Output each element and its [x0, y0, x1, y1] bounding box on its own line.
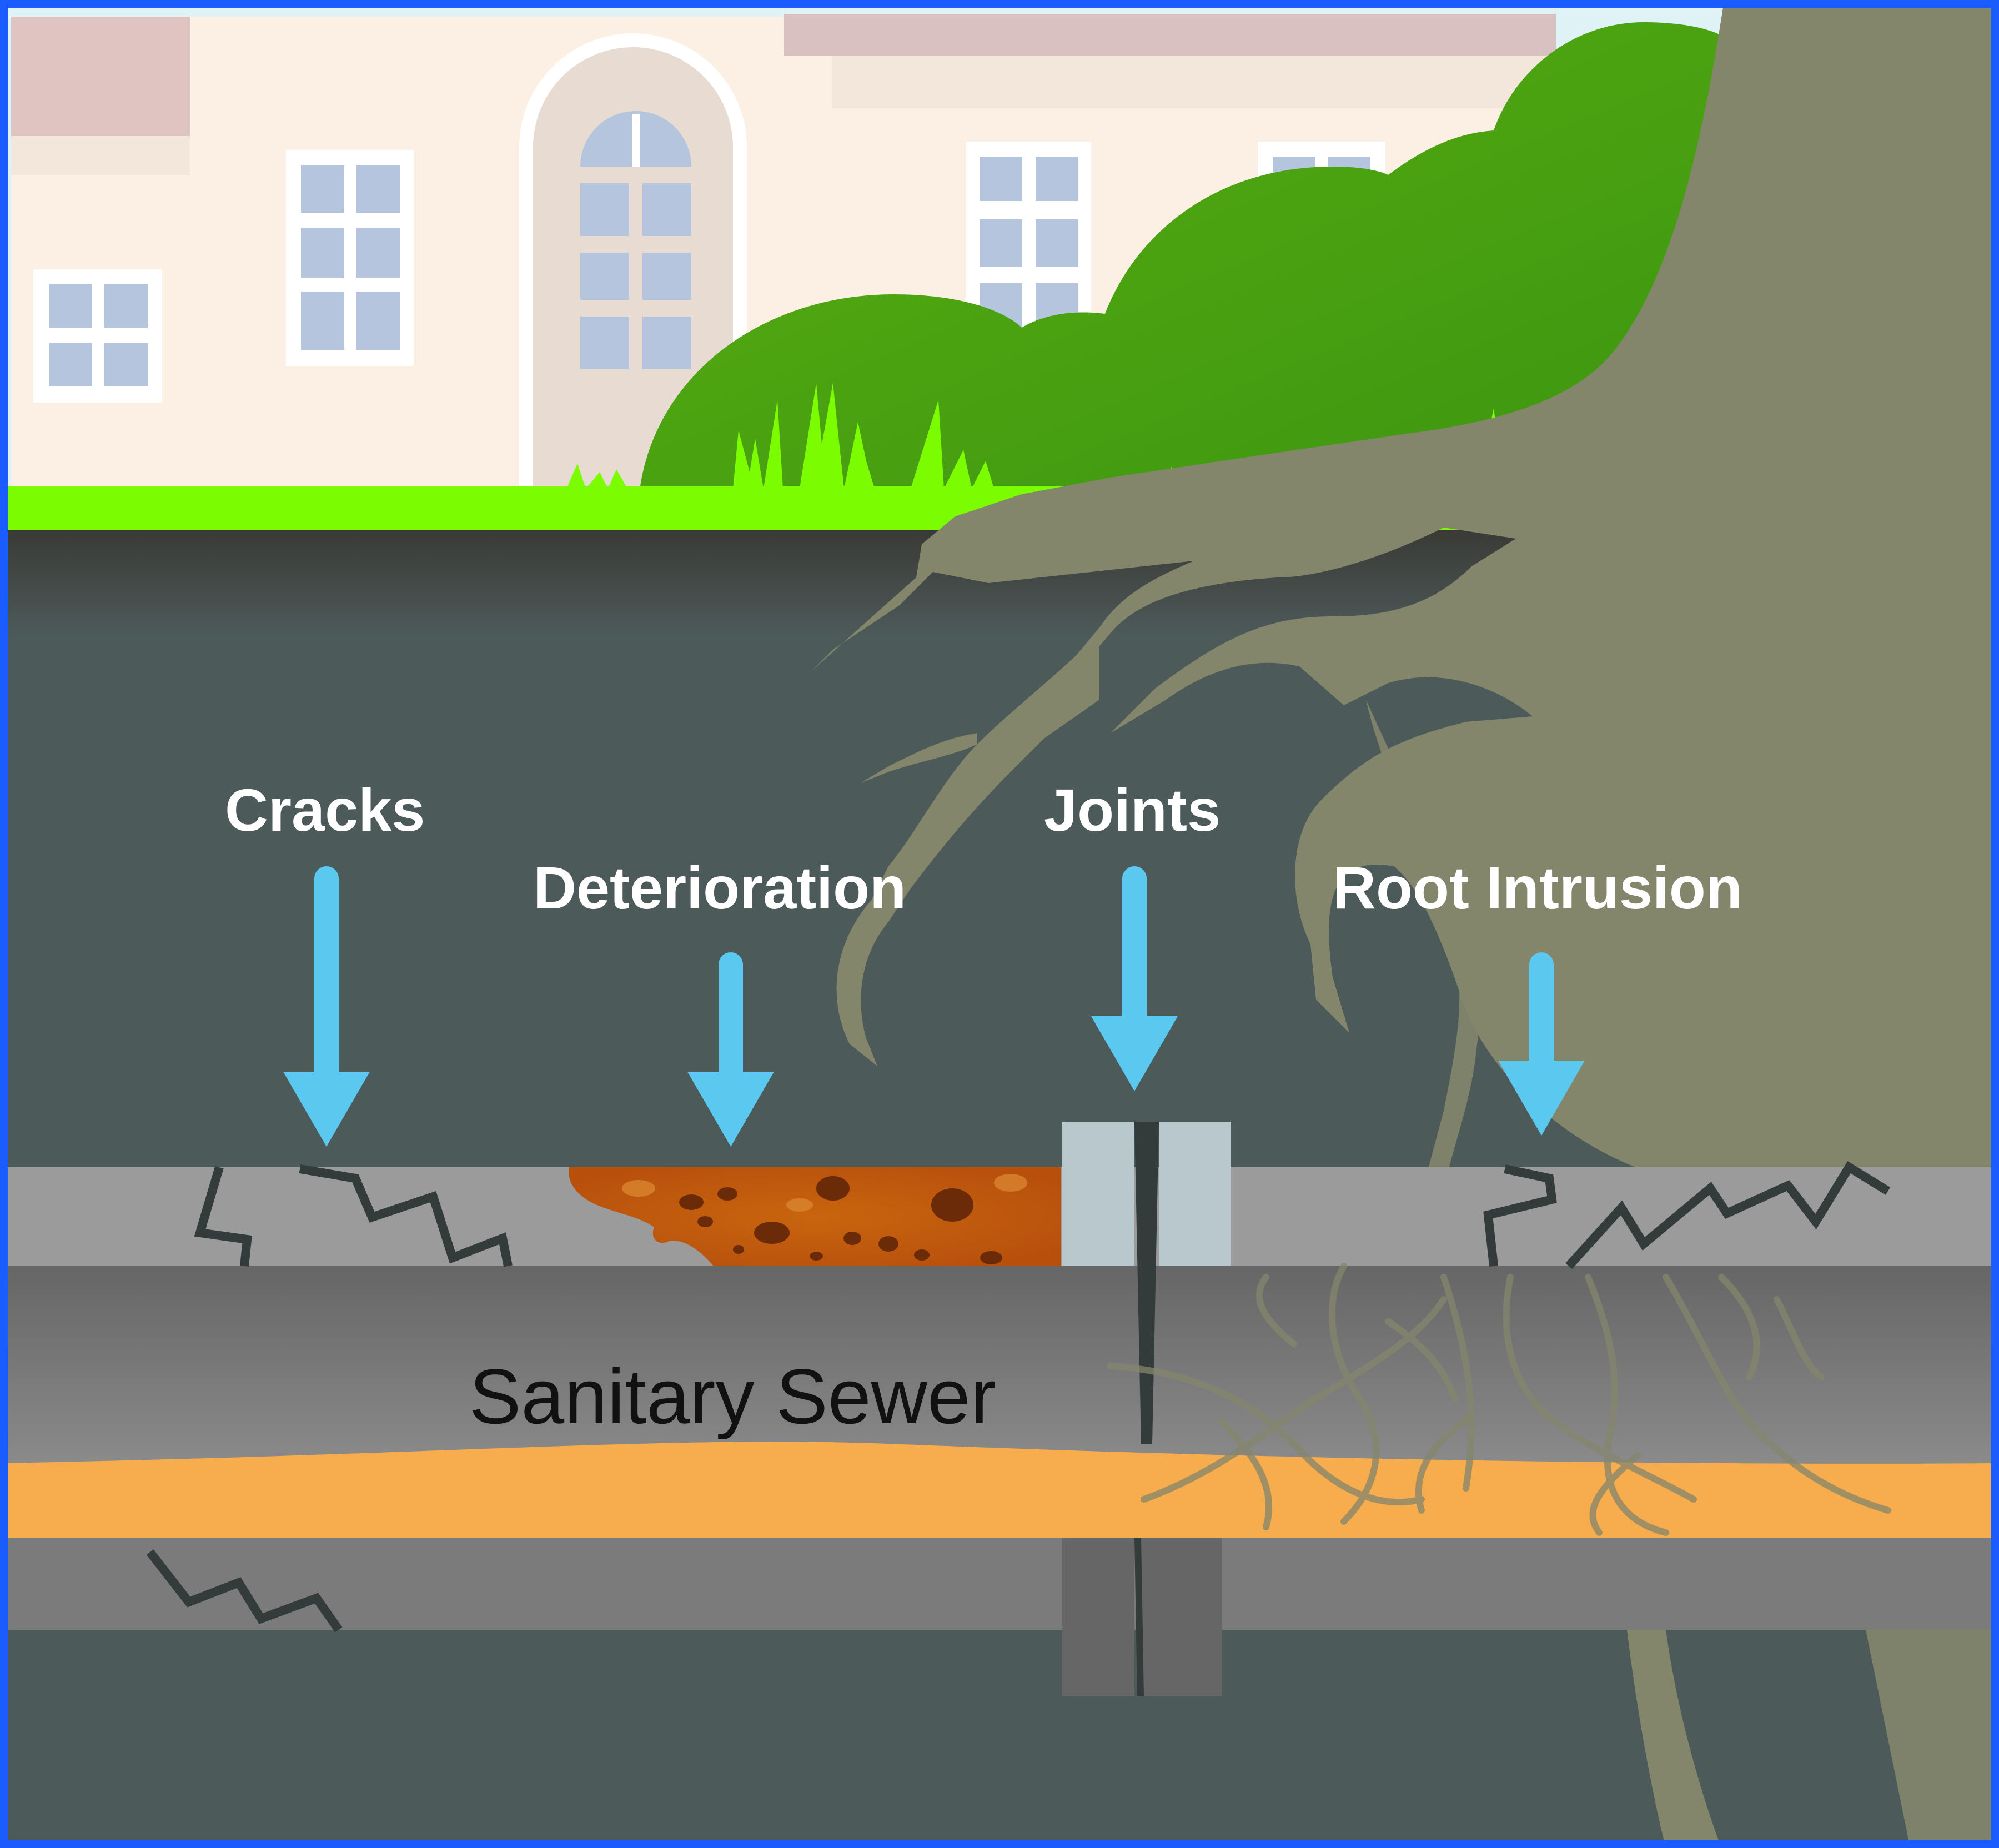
grass-blades: [566, 383, 1533, 489]
arrow-cracks-icon: [283, 866, 370, 1147]
pipe-bottom-wall: [0, 1538, 1999, 1630]
arrow-root-intrusion-icon: [1498, 952, 1585, 1136]
label-joints: Joints: [1044, 776, 1221, 843]
rust-spots: [679, 1176, 1002, 1264]
crack-icon: [146, 1161, 1891, 1633]
root-mass: [1107, 1263, 1891, 1536]
rust-deterioration: [569, 1167, 1061, 1266]
label-cracks: Cracks: [225, 776, 425, 843]
sewage-flow: [0, 1442, 1999, 1538]
arrow-joints-icon: [1091, 866, 1178, 1091]
label-root-intrusion: Root Intrusion: [1333, 854, 1742, 921]
label-sanitary-sewer: Sanitary Sewer: [469, 1353, 997, 1440]
bush: [639, 22, 1777, 500]
label-deterioration: Deterioration: [533, 854, 907, 921]
pipe-interior: [0, 1266, 1999, 1463]
arrow-deterioration-icon: [687, 952, 774, 1147]
pipe-joint: [1062, 1122, 1231, 1696]
